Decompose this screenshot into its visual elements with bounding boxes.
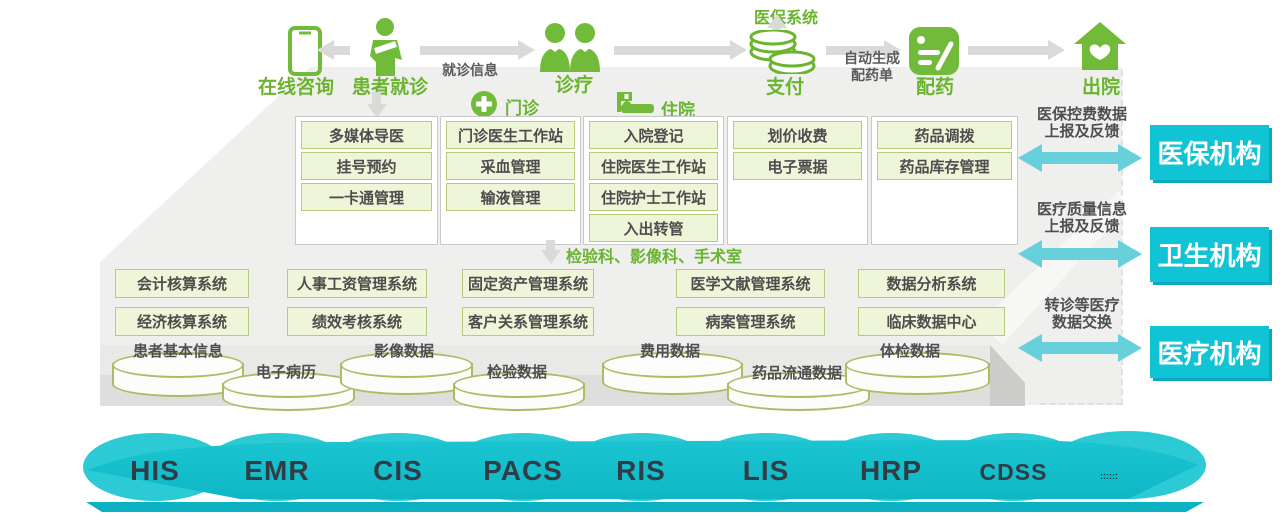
module-box: 入院登记 — [589, 121, 718, 149]
system-box: 客户关系管理系统 — [462, 307, 594, 336]
arrow-down-icon — [366, 92, 387, 118]
module-box: 划价收费 — [733, 121, 862, 149]
bed-icon — [617, 92, 654, 113]
org-box-health: 卫生机构 — [1150, 227, 1269, 282]
double-arrow-icon — [1018, 144, 1142, 172]
platform-ribbon — [83, 431, 1206, 512]
external-link-label: 转诊等医疗 数据交换 — [1022, 297, 1142, 331]
external-link-label: 医疗质量信息 上报及反馈 — [1022, 201, 1142, 235]
module-box: 门诊医生工作站 — [446, 121, 575, 149]
step-patient-visit-label: 患者就诊 — [351, 77, 428, 98]
module-box: 多媒体导医 — [301, 121, 432, 149]
database-cylinder-top — [112, 352, 244, 378]
banner-acronym: PACS — [483, 455, 563, 486]
arrow-right-icon — [968, 40, 1065, 60]
double-arrow-icon — [1018, 334, 1142, 362]
inpatient-header: 住院 — [661, 101, 695, 120]
label-line: 医保控费数据 — [1036, 106, 1127, 123]
banner-acronym: HIS — [130, 455, 180, 486]
database-label: 药品流通数据 — [752, 365, 843, 382]
database-cylinder-top — [602, 352, 743, 378]
database-label: 体检数据 — [880, 343, 941, 360]
system-box: 会计核算系统 — [115, 269, 249, 298]
step-treatment-label: 诊疗 — [554, 75, 593, 96]
arrow-left-icon — [317, 40, 350, 60]
data-platform-top — [100, 345, 990, 375]
module-box: 住院护士工作站 — [589, 183, 718, 211]
house-icon — [1074, 22, 1126, 70]
dashed-border-right — [1121, 70, 1123, 405]
database-cylinder-top — [222, 372, 355, 398]
label-line: 转诊等医疗 — [1044, 297, 1120, 314]
system-box: 绩效考核系统 — [287, 307, 427, 336]
departments-note: 检验科、影像科、手术室 — [566, 249, 743, 266]
step-pay-label: 支付 — [765, 77, 804, 98]
module-box: 一卡通管理 — [301, 183, 432, 211]
watermark-text: :::::: — [1100, 471, 1118, 481]
patient-icon — [370, 18, 402, 76]
visit-info-label: 就诊信息 — [442, 62, 498, 78]
label-line: 医疗质量信息 — [1036, 201, 1127, 218]
auto-generate-label-line1: 自动生成 — [844, 50, 900, 66]
arrow-down-icon — [540, 240, 561, 264]
org-box-insurance: 医保机构 — [1150, 125, 1269, 180]
label-line: 数据交换 — [1051, 314, 1112, 331]
step-discharge-label: 出院 — [1081, 77, 1120, 98]
plus-circle-icon — [471, 91, 497, 117]
module-box: 入出转管 — [589, 214, 718, 242]
system-box: 医学文献管理系统 — [676, 269, 825, 298]
database-label: 检验数据 — [487, 364, 548, 381]
outpatient-header: 门诊 — [505, 99, 539, 118]
arrow-right-icon — [420, 40, 535, 60]
label-line: 上报及反馈 — [1044, 218, 1120, 235]
module-box: 电子票据 — [733, 152, 862, 180]
dispense-icon — [909, 27, 959, 75]
system-box: 固定资产管理系统 — [462, 269, 594, 298]
module-box: 药品库存管理 — [877, 152, 1012, 180]
database-label: 费用数据 — [640, 343, 701, 360]
org-box-medical: 医疗机构 — [1150, 326, 1269, 378]
system-box: 临床数据中心 — [858, 307, 1005, 336]
system-box: 人事工资管理系统 — [287, 269, 427, 298]
double-arrow-icon — [1018, 240, 1142, 268]
system-box: 数据分析系统 — [858, 269, 1005, 298]
database-cylinder-top — [453, 372, 585, 398]
dashed-border-bottom — [1040, 403, 1122, 405]
coins-icon — [749, 30, 816, 74]
module-box: 输液管理 — [446, 183, 575, 211]
step-dispense-label: 配药 — [915, 77, 954, 98]
banner-acronym: EMR — [244, 455, 310, 486]
label-line: 上报及反馈 — [1044, 123, 1120, 140]
database-cylinder-top — [340, 352, 473, 378]
database-cylinder-top — [845, 352, 990, 378]
module-box: 采血管理 — [446, 152, 575, 180]
external-link-label: 医保控费数据 上报及反馈 — [1022, 106, 1142, 140]
auto-generate-label-line2: 配药单 — [851, 67, 893, 83]
arrow-right-icon — [826, 40, 901, 60]
module-box: 挂号预约 — [301, 152, 432, 180]
system-box: 病案管理系统 — [676, 307, 825, 336]
banner-acronym: CDSS — [979, 459, 1048, 485]
step-online-consult-label: 在线咨询 — [257, 77, 334, 98]
doctors-icon — [540, 23, 600, 72]
banner-acronym: LIS — [742, 455, 790, 486]
system-box: 经济核算系统 — [115, 307, 249, 336]
arrow-right-icon — [614, 40, 747, 60]
database-label: 电子病历 — [256, 364, 317, 381]
banner-acronym: CIS — [373, 455, 423, 486]
database-label: 患者基本信息 — [133, 343, 224, 360]
database-label: 影像数据 — [374, 343, 435, 360]
banner-acronym: RIS — [616, 455, 666, 486]
module-box: 药品调拨 — [877, 121, 1012, 149]
banner-acronym: HRP — [859, 455, 923, 486]
module-box: 住院医生工作站 — [589, 152, 718, 180]
